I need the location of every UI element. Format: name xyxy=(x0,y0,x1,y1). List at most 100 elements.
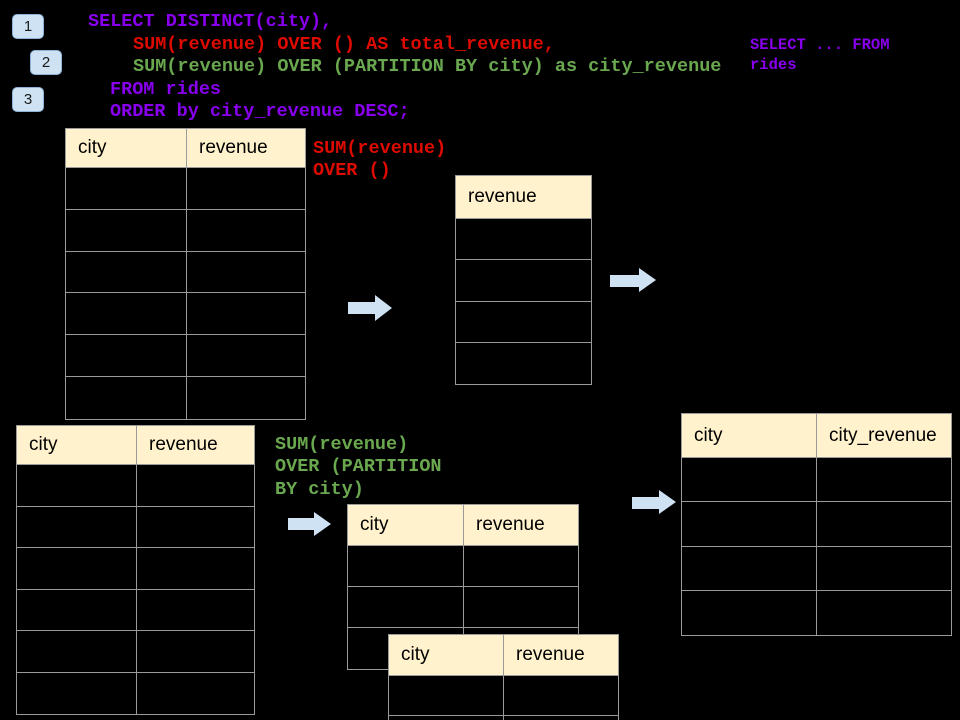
table-cell-empty xyxy=(682,546,817,590)
step-badge-1: 1 xyxy=(12,14,44,39)
arrow-revenue-out xyxy=(610,268,656,293)
table-cell-empty xyxy=(137,465,254,506)
table-header-row: revenue xyxy=(456,176,591,219)
side-note-line-1: SELECT ... FROM xyxy=(750,36,890,54)
table-cell-empty xyxy=(456,219,591,260)
table-cell-empty xyxy=(187,376,305,419)
table-row xyxy=(66,293,305,336)
table-cell-empty xyxy=(17,631,137,672)
table-cell-empty xyxy=(187,335,305,376)
revenue-window-table: revenue xyxy=(455,175,592,386)
table-cell-empty xyxy=(17,548,137,589)
table-cell-empty xyxy=(817,546,951,590)
total-revenue-annotation: SUM(revenue)OVER () xyxy=(313,138,446,183)
table-cell-empty xyxy=(682,458,817,502)
right-arrow-head xyxy=(375,295,392,321)
table-cell-empty xyxy=(464,587,578,627)
table-cell-empty xyxy=(66,209,187,251)
table-cell-empty xyxy=(17,506,137,547)
column-header-revenue: revenue xyxy=(137,426,254,464)
table-cell-empty xyxy=(137,506,254,547)
column-header-revenue: revenue xyxy=(456,176,591,218)
table-row xyxy=(682,502,951,547)
table-cell-empty xyxy=(17,672,137,714)
table-row xyxy=(682,546,951,591)
table-cell-empty xyxy=(17,589,137,630)
table-row xyxy=(389,716,618,720)
table-cell-empty xyxy=(456,342,591,385)
table-row xyxy=(682,590,951,636)
table-cell-empty xyxy=(348,587,464,627)
column-header-revenue: revenue xyxy=(464,505,578,545)
step-badge-3: 3 xyxy=(12,87,44,112)
table-cell-empty xyxy=(464,546,578,586)
right-arrow-icon xyxy=(288,518,314,530)
sql-line-4: FROM rides xyxy=(110,78,222,100)
table-row xyxy=(456,260,591,302)
column-header-city_revenue: city_revenue xyxy=(817,414,951,457)
table-row xyxy=(17,589,254,631)
right-arrow-icon xyxy=(348,302,375,314)
annotation-line: OVER (PARTITION xyxy=(275,456,442,478)
table-cell-empty xyxy=(66,168,187,209)
sql-line-5: ORDER by city_revenue DESC; xyxy=(110,101,410,122)
table-cell-empty xyxy=(817,458,951,502)
table-row xyxy=(456,342,591,385)
table-row xyxy=(456,219,591,261)
table-row xyxy=(348,587,578,628)
table-cell-empty xyxy=(682,590,817,636)
table-row xyxy=(17,548,254,590)
table-row xyxy=(348,546,578,587)
table-row xyxy=(17,672,254,714)
table-cell-empty xyxy=(389,676,504,715)
table-row xyxy=(17,465,254,507)
table-row xyxy=(66,376,305,419)
side-note-line-2: rides xyxy=(750,55,797,74)
table-row xyxy=(66,335,305,377)
right-arrow-icon xyxy=(610,274,639,287)
table-cell-empty xyxy=(66,335,187,376)
column-header-city: city xyxy=(66,129,187,167)
table-cell-empty xyxy=(66,251,187,293)
table-cell-empty xyxy=(817,502,951,546)
table-cell-empty xyxy=(187,168,305,209)
column-header-city: city xyxy=(389,635,504,675)
table-cell-empty xyxy=(137,672,254,714)
table-row xyxy=(66,209,305,252)
column-header-city: city xyxy=(348,505,464,545)
table-cell-empty xyxy=(66,376,187,419)
sql-line-2: SUM(revenue) OVER () AS total_revenue, xyxy=(133,33,555,55)
sql-line-1: SELECT DISTINCT(city), xyxy=(88,11,333,32)
arrow-partition-to-result xyxy=(632,490,676,515)
column-header-revenue: revenue xyxy=(187,129,305,167)
table-cell-empty xyxy=(817,590,951,636)
table-row xyxy=(17,506,254,548)
step-badge-2: 2 xyxy=(30,50,62,75)
table-row xyxy=(456,301,591,343)
arrow-rides-to-revenue xyxy=(348,295,392,321)
table-row xyxy=(66,251,305,294)
table-cell-empty xyxy=(187,209,305,251)
table-cell-empty xyxy=(456,260,591,301)
right-arrow-head xyxy=(659,490,676,514)
right-arrow-icon xyxy=(632,496,659,509)
table-cell-empty xyxy=(137,548,254,589)
table-cell-empty xyxy=(187,251,305,293)
annotation-line: OVER () xyxy=(313,160,391,182)
arrow-rides-to-partition xyxy=(288,512,331,536)
table-cell-empty xyxy=(682,502,817,546)
table-cell-empty xyxy=(456,301,591,342)
table-cell-empty xyxy=(66,293,187,335)
table-row xyxy=(389,676,618,716)
